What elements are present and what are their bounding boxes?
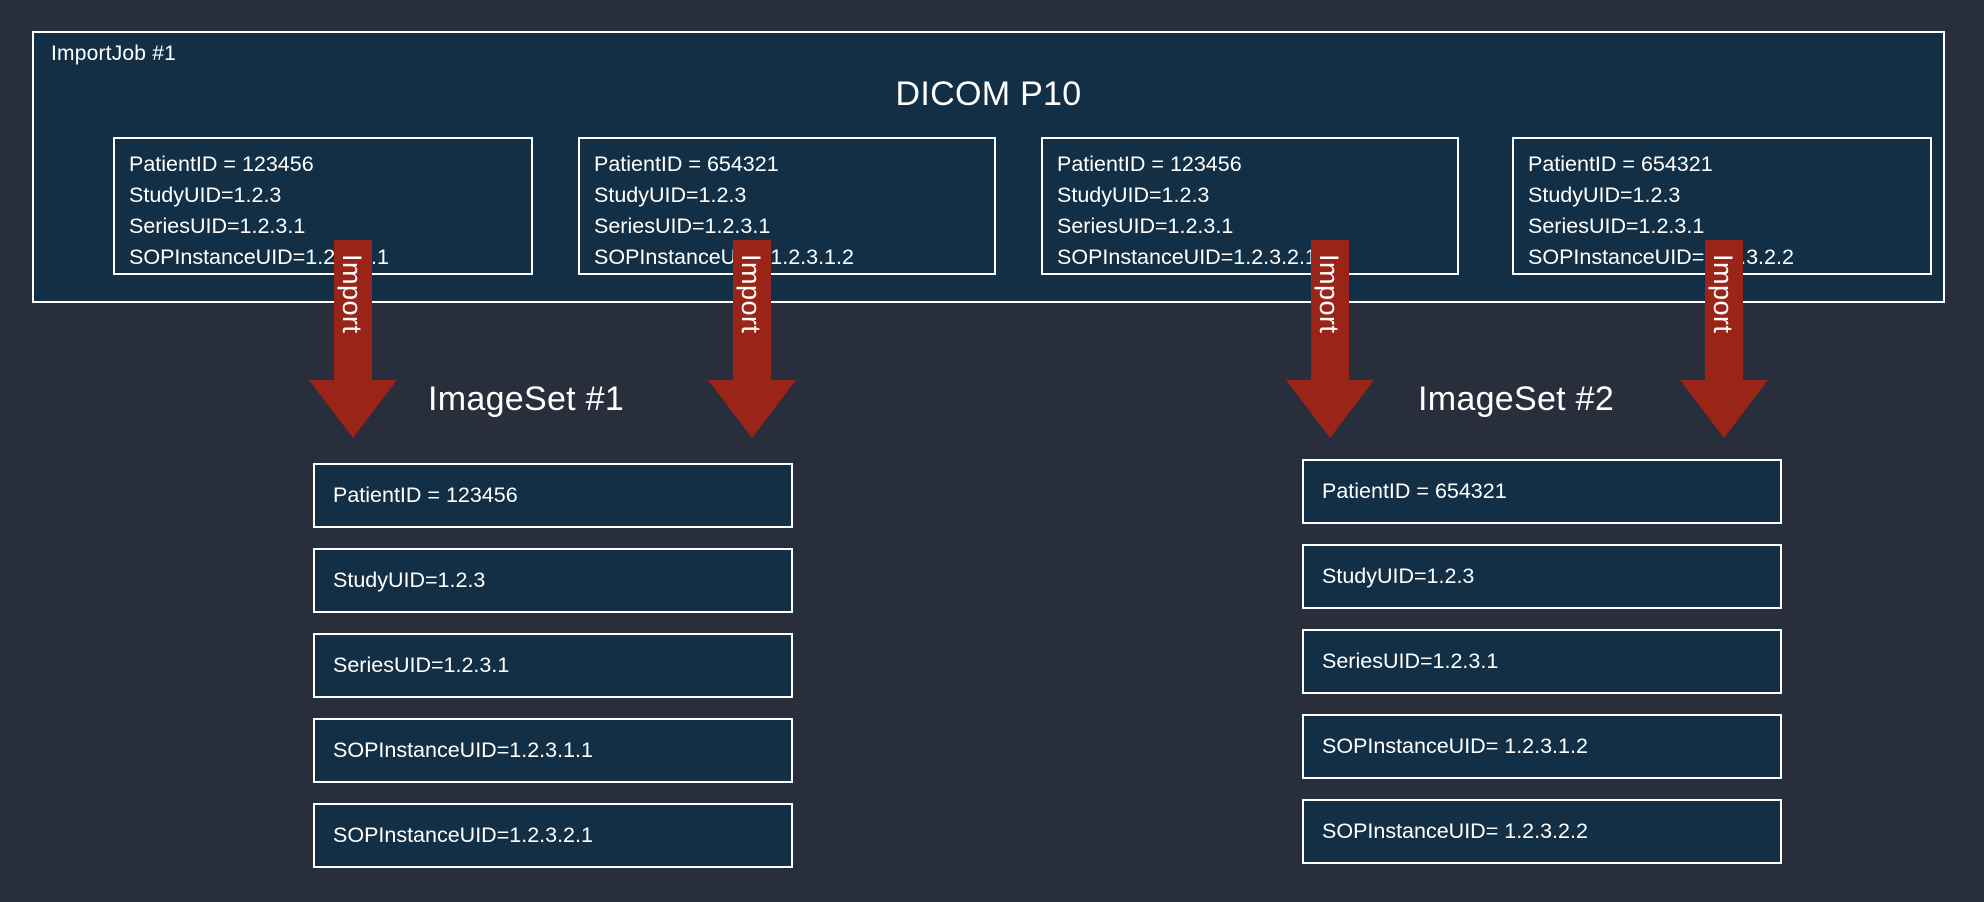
imageset-2-heading: ImageSet #2 bbox=[1418, 380, 1615, 418]
imageset-1-attr-patientid: PatientID = 123456 bbox=[313, 463, 793, 528]
imageset-2-attr-seriesuid-text: SeriesUID=1.2.3.1 bbox=[1322, 649, 1499, 673]
imageset-1-attr-sopinstanceuid-1: SOPInstanceUID=1.2.3.1.1 bbox=[313, 718, 793, 783]
imageset-1-attr-studyuid-text: StudyUID=1.2.3 bbox=[333, 568, 486, 592]
dicom-4-studyuid: StudyUID=1.2.3 bbox=[1528, 183, 1681, 207]
down-arrow-icon bbox=[1680, 240, 1768, 438]
dicom-4-patientid: PatientID = 654321 bbox=[1528, 152, 1713, 176]
import-arrow-3-label: Import bbox=[1314, 254, 1344, 334]
dicom-2-sopinstanceuid: SOPInstanceUID=1.2.3.1.2 bbox=[594, 245, 854, 269]
down-arrow-icon bbox=[309, 240, 397, 438]
imageset-2-attr-sopinstanceuid-1: SOPInstanceUID= 1.2.3.1.2 bbox=[1302, 714, 1782, 779]
imageset-1-attr-seriesuid-text: SeriesUID=1.2.3.1 bbox=[333, 653, 510, 677]
dicom-3-sopinstanceuid: SOPInstanceUID=1.2.3.2.1 bbox=[1057, 245, 1317, 269]
dicom-4-sopinstanceuid: SOPInstanceUID= 1.2.3.2.2 bbox=[1528, 245, 1794, 269]
dicom-1-patientid: PatientID = 123456 bbox=[129, 152, 314, 176]
imageset-1-attr-sopinstanceuid-2-text: SOPInstanceUID=1.2.3.2.1 bbox=[333, 823, 593, 847]
import-arrow-4-label: Import bbox=[1708, 254, 1738, 334]
dicom-instance-box-3: PatientID = 123456 StudyUID=1.2.3 Series… bbox=[1041, 137, 1459, 275]
import-arrow-3: Import bbox=[1286, 240, 1374, 438]
dicom-2-seriesuid: SeriesUID=1.2.3.1 bbox=[594, 214, 771, 238]
down-arrow-icon bbox=[708, 240, 796, 438]
dicom-p10-title: DICOM P10 bbox=[895, 75, 1082, 113]
imageset-2-attr-studyuid: StudyUID=1.2.3 bbox=[1302, 544, 1782, 609]
imageset-2-attr-sopinstanceuid-1-text: SOPInstanceUID= 1.2.3.1.2 bbox=[1322, 734, 1588, 758]
import-arrow-1-label: Import bbox=[337, 254, 367, 334]
imageset-2-attr-seriesuid: SeriesUID=1.2.3.1 bbox=[1302, 629, 1782, 694]
imageset-1-heading: ImageSet #1 bbox=[428, 380, 625, 418]
imageset-1-attr-studyuid: StudyUID=1.2.3 bbox=[313, 548, 793, 613]
dicom-4-seriesuid: SeriesUID=1.2.3.1 bbox=[1528, 214, 1705, 238]
import-arrow-2: Import bbox=[708, 240, 796, 438]
dicom-2-studyuid: StudyUID=1.2.3 bbox=[594, 183, 747, 207]
dicom-1-studyuid: StudyUID=1.2.3 bbox=[129, 183, 282, 207]
imageset-2-attr-sopinstanceuid-2-text: SOPInstanceUID= 1.2.3.2.2 bbox=[1322, 819, 1588, 843]
imageset-2-attr-sopinstanceuid-2: SOPInstanceUID= 1.2.3.2.2 bbox=[1302, 799, 1782, 864]
import-arrow-1: Import bbox=[309, 240, 397, 438]
import-arrow-2-label: Import bbox=[736, 254, 766, 334]
import-arrow-4: Import bbox=[1680, 240, 1768, 438]
imageset-2-attr-studyuid-text: StudyUID=1.2.3 bbox=[1322, 564, 1475, 588]
dicom-3-patientid: PatientID = 123456 bbox=[1057, 152, 1242, 176]
dicom-1-seriesuid: SeriesUID=1.2.3.1 bbox=[129, 214, 306, 238]
imageset-1-attr-seriesuid: SeriesUID=1.2.3.1 bbox=[313, 633, 793, 698]
dicom-2-patientid: PatientID = 654321 bbox=[594, 152, 779, 176]
dicom-3-studyuid: StudyUID=1.2.3 bbox=[1057, 183, 1210, 207]
imageset-1-attr-sopinstanceuid-2: SOPInstanceUID=1.2.3.2.1 bbox=[313, 803, 793, 868]
dicom-3-seriesuid: SeriesUID=1.2.3.1 bbox=[1057, 214, 1234, 238]
dicom-instance-box-2: PatientID = 654321 StudyUID=1.2.3 Series… bbox=[578, 137, 996, 275]
imageset-1-attr-sopinstanceuid-1-text: SOPInstanceUID=1.2.3.1.1 bbox=[333, 738, 593, 762]
imageset-2-attr-patientid: PatientID = 654321 bbox=[1302, 459, 1782, 524]
imageset-1-attr-patientid-text: PatientID = 123456 bbox=[333, 483, 518, 507]
imageset-2-attr-patientid-text: PatientID = 654321 bbox=[1322, 479, 1507, 503]
importjob-label: ImportJob #1 bbox=[51, 42, 176, 65]
down-arrow-icon bbox=[1286, 240, 1374, 438]
